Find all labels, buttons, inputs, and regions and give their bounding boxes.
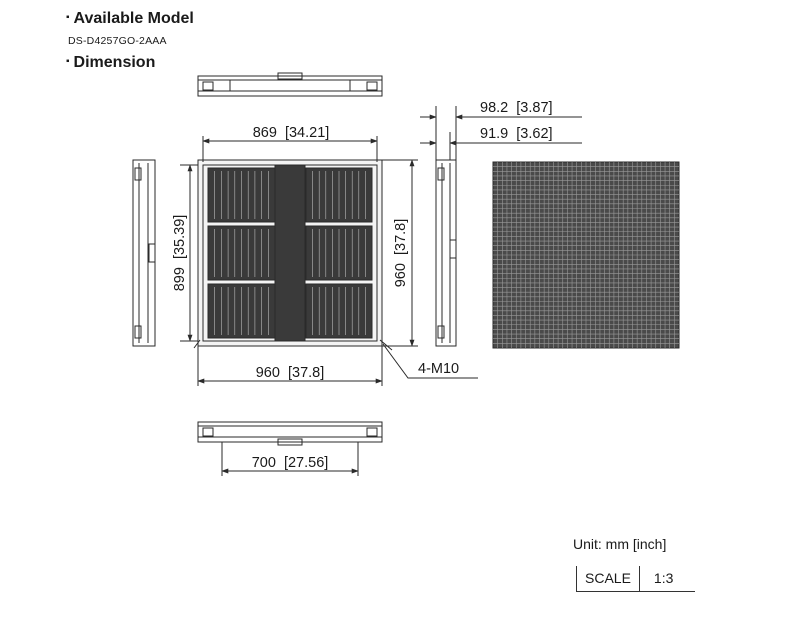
bottom-width-label: 960 [37.8] [256,365,325,381]
depth-outer-label: 98.2 [3.87] [480,100,553,116]
dimension-heading: ▪Dimension [66,54,155,72]
side-height-label: 960 [37.8] [393,219,409,288]
led-pixel-grid [493,162,679,348]
dimension-label: Dimension [73,54,156,71]
model-code: DS-D4257GO-2AAA [68,35,167,47]
front-width-label: 869 [34.21] [253,125,330,141]
available-model-label: Available Model [73,10,194,27]
bullet-icon: ▪ [66,12,70,23]
available-model-heading: ▪Available Model [66,10,194,28]
left-side-view [132,159,156,347]
top-view [197,72,383,97]
bottom-view-width-label: 700 [27.56] [252,455,329,471]
bottom-view [197,421,383,446]
scale-box: SCALE 1:3 [576,566,696,592]
right-side-view [435,159,457,347]
front-height-label: 899 [35.39] [172,215,188,292]
scale-value: 1:3 [653,570,674,586]
module-grid [207,167,373,339]
bullet-icon: ▪ [66,56,70,67]
front-view [193,159,393,351]
unit-label: Unit: mm [inch] [573,536,667,552]
scale-label: SCALE [577,566,640,591]
mount-callout-label: 4-M10 [418,361,459,377]
mount-callout-leader [382,343,478,379]
led-face-view [492,161,680,349]
depth-inner-label: 91.9 [3.62] [480,126,553,142]
